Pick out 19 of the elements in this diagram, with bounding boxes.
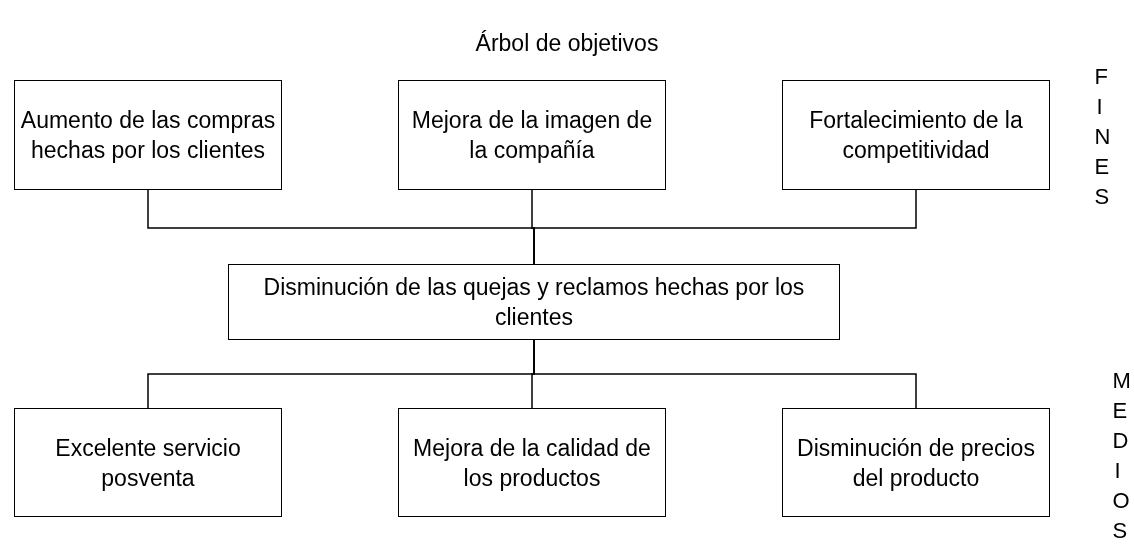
connector-line (533, 189, 917, 265)
objective-box (228, 264, 840, 340)
box-text: Mejora de la calidad de los productos (412, 433, 652, 493)
objective-box (782, 408, 1050, 517)
box-text: Excelente servicio posventa (54, 433, 242, 493)
objective-box (14, 408, 282, 517)
box-text: Disminución de precios del producto (796, 433, 1036, 493)
side-label: MEDIOS (1111, 367, 1130, 545)
objective-box (398, 80, 666, 190)
objective-box (14, 80, 282, 190)
connector-line (533, 339, 917, 409)
box-text: Fortalecimiento de la competitividad (808, 106, 1024, 165)
side-label: FINES (1093, 63, 1112, 211)
objective-box (398, 408, 666, 517)
box-text: Disminución de las quejas y reclamos hechas por los clientes (262, 273, 806, 332)
diagram-title: Árbol de objetivos (474, 30, 660, 57)
objective-box (782, 80, 1050, 190)
box-text: Aumento de las compras hechas por los clientes (19, 106, 277, 165)
box-text: Mejora de la imagen de la compañía (410, 106, 654, 165)
